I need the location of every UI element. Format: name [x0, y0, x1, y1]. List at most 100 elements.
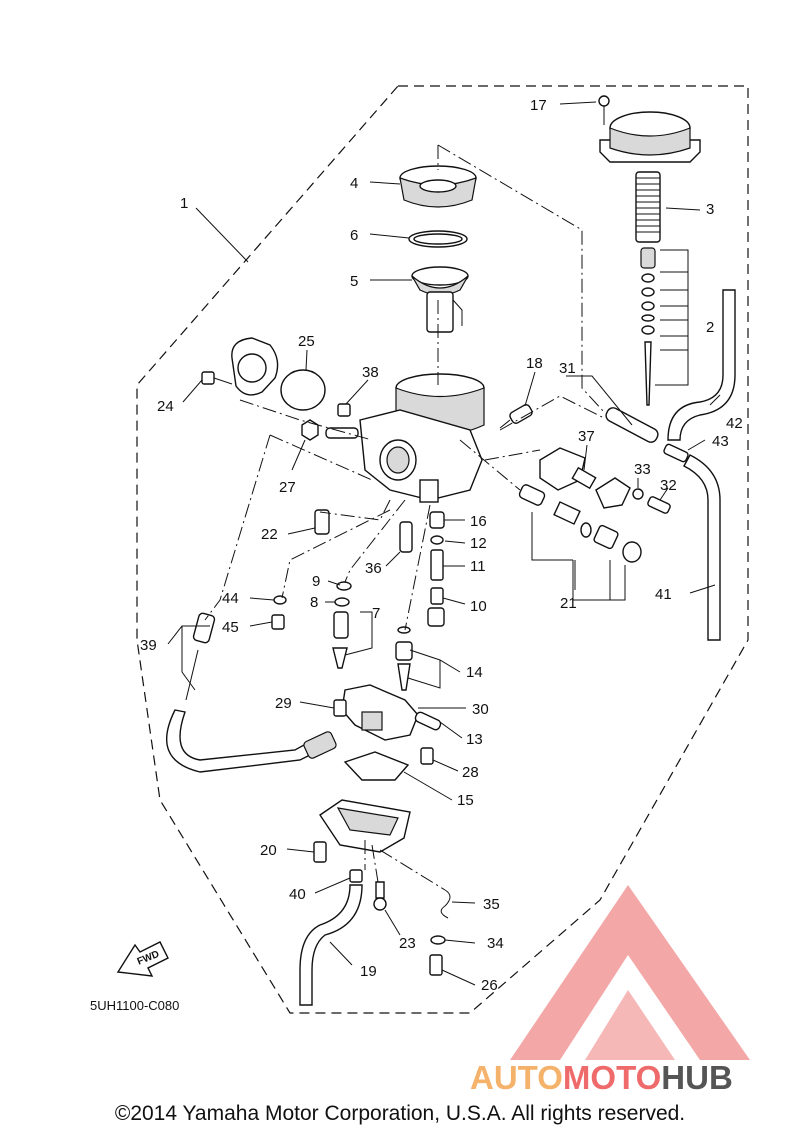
callout-10: 10: [470, 598, 487, 615]
main-nozzle-11: [430, 549, 444, 581]
washer-44: [273, 595, 287, 605]
throttle-cable-39: [166, 612, 337, 773]
gasket-15: [343, 751, 410, 781]
assembly-boundary: [136, 85, 749, 1014]
watermark-logo: [510, 885, 750, 1060]
callout-12: 12: [470, 535, 487, 552]
washer-33: [632, 488, 644, 500]
pilot-screw-set-7: [332, 611, 349, 669]
needle-set-2: [640, 247, 689, 406]
washer-12: [430, 535, 444, 545]
callout-31: 31: [559, 360, 576, 377]
spring-3: [635, 171, 661, 243]
float-pin-13: [414, 711, 442, 731]
callout-21: 21: [560, 595, 577, 612]
top-cover-4: [399, 165, 477, 208]
callout-labels: 1 2 3 4 5 6 7 8 9 10 11 12 13 14 15 16 1…: [140, 97, 743, 994]
callout-24: 24: [157, 398, 174, 415]
callout-9: 9: [312, 573, 320, 590]
callout-44: 44: [222, 590, 239, 607]
callout-18: 18: [526, 355, 543, 372]
callout-36: 36: [365, 560, 382, 577]
callout-38: 38: [362, 364, 379, 381]
callout-8: 8: [310, 594, 318, 611]
callout-17: 17: [530, 97, 547, 114]
insulator-flange: [231, 337, 279, 396]
callout-3: 3: [706, 201, 714, 218]
callout-4: 4: [350, 175, 358, 192]
diaphragm-cover: [599, 111, 701, 163]
callout-5: 5: [350, 273, 358, 290]
nut-27: [301, 419, 319, 441]
cap-38: [337, 403, 351, 417]
callout-34: 34: [487, 935, 504, 952]
float-30: [341, 684, 419, 741]
clamp-40: [349, 869, 363, 883]
drain-screw-23: [373, 881, 387, 911]
callout-29: 29: [275, 695, 292, 712]
callout-13: 13: [466, 731, 483, 748]
needle-jet-16: [429, 511, 445, 529]
main-jet-10: [430, 587, 444, 605]
callout-26: 26: [481, 977, 498, 994]
leader-lines: [167, 101, 721, 986]
watermark-hub: HUB: [661, 1059, 733, 1096]
watermark-auto: AUTO: [470, 1059, 563, 1096]
copyright-notice: ©2014 Yamaha Motor Corporation, U.S.A. A…: [114, 1102, 686, 1125]
carburetor-body: [325, 373, 485, 503]
diaphragm-piston-5: [411, 266, 469, 333]
callout-1: 1: [180, 195, 188, 212]
o-ring-9: [336, 581, 352, 591]
callout-16: 16: [470, 513, 487, 530]
screw-29: [333, 699, 347, 717]
washer-34: [430, 935, 446, 945]
callout-30: 30: [472, 701, 489, 718]
screw-20: [313, 841, 327, 863]
jet-22: [314, 509, 330, 535]
callout-2: 2: [706, 319, 714, 336]
float-valve-14: [395, 626, 413, 691]
callout-7: 7: [372, 605, 380, 622]
callout-37: 37: [578, 428, 595, 445]
jet-holder-36: [399, 521, 413, 553]
callout-43: 43: [712, 433, 729, 450]
spring-35: [440, 889, 451, 919]
callout-28: 28: [462, 764, 479, 781]
screw-17: [598, 95, 610, 125]
callout-15: 15: [457, 792, 474, 809]
callout-40: 40: [289, 886, 306, 903]
watermark-brand-text: AUTOMOTOHUB: [470, 1059, 733, 1096]
pilot-screw-18: [499, 404, 533, 429]
callout-32: 32: [660, 477, 677, 494]
drawing-code: 5UH1100-C080: [90, 998, 179, 1013]
fwd-arrow-icon: FWD: [116, 941, 169, 977]
screw-26: [429, 954, 443, 976]
callout-35: 35: [483, 896, 500, 913]
watermark-moto: MOTO: [563, 1059, 661, 1096]
hose-42: [667, 289, 736, 441]
float-chamber: [319, 799, 411, 853]
hose-41: [683, 454, 721, 641]
gasket-25: [280, 369, 326, 411]
washer-8: [334, 597, 350, 607]
enricher-37: [539, 447, 631, 509]
screw-28: [420, 747, 434, 765]
enricher-parts-21: [518, 484, 642, 601]
callout-20: 20: [260, 842, 277, 859]
callout-11: 11: [470, 558, 486, 575]
callout-22: 22: [261, 526, 278, 543]
callout-39: 39: [140, 637, 157, 654]
bolt-24: [201, 371, 233, 385]
screw-45: [271, 614, 285, 630]
drain-hose-19: [299, 884, 363, 1006]
callout-41: 41: [655, 586, 672, 603]
screw-32: [647, 496, 671, 514]
callout-19: 19: [360, 963, 377, 980]
callout-23: 23: [399, 935, 416, 952]
pilot-jet: [427, 607, 445, 627]
callout-42: 42: [726, 415, 743, 432]
fitting-43: [663, 443, 689, 463]
callout-45: 45: [222, 619, 239, 636]
callout-14: 14: [466, 664, 483, 681]
